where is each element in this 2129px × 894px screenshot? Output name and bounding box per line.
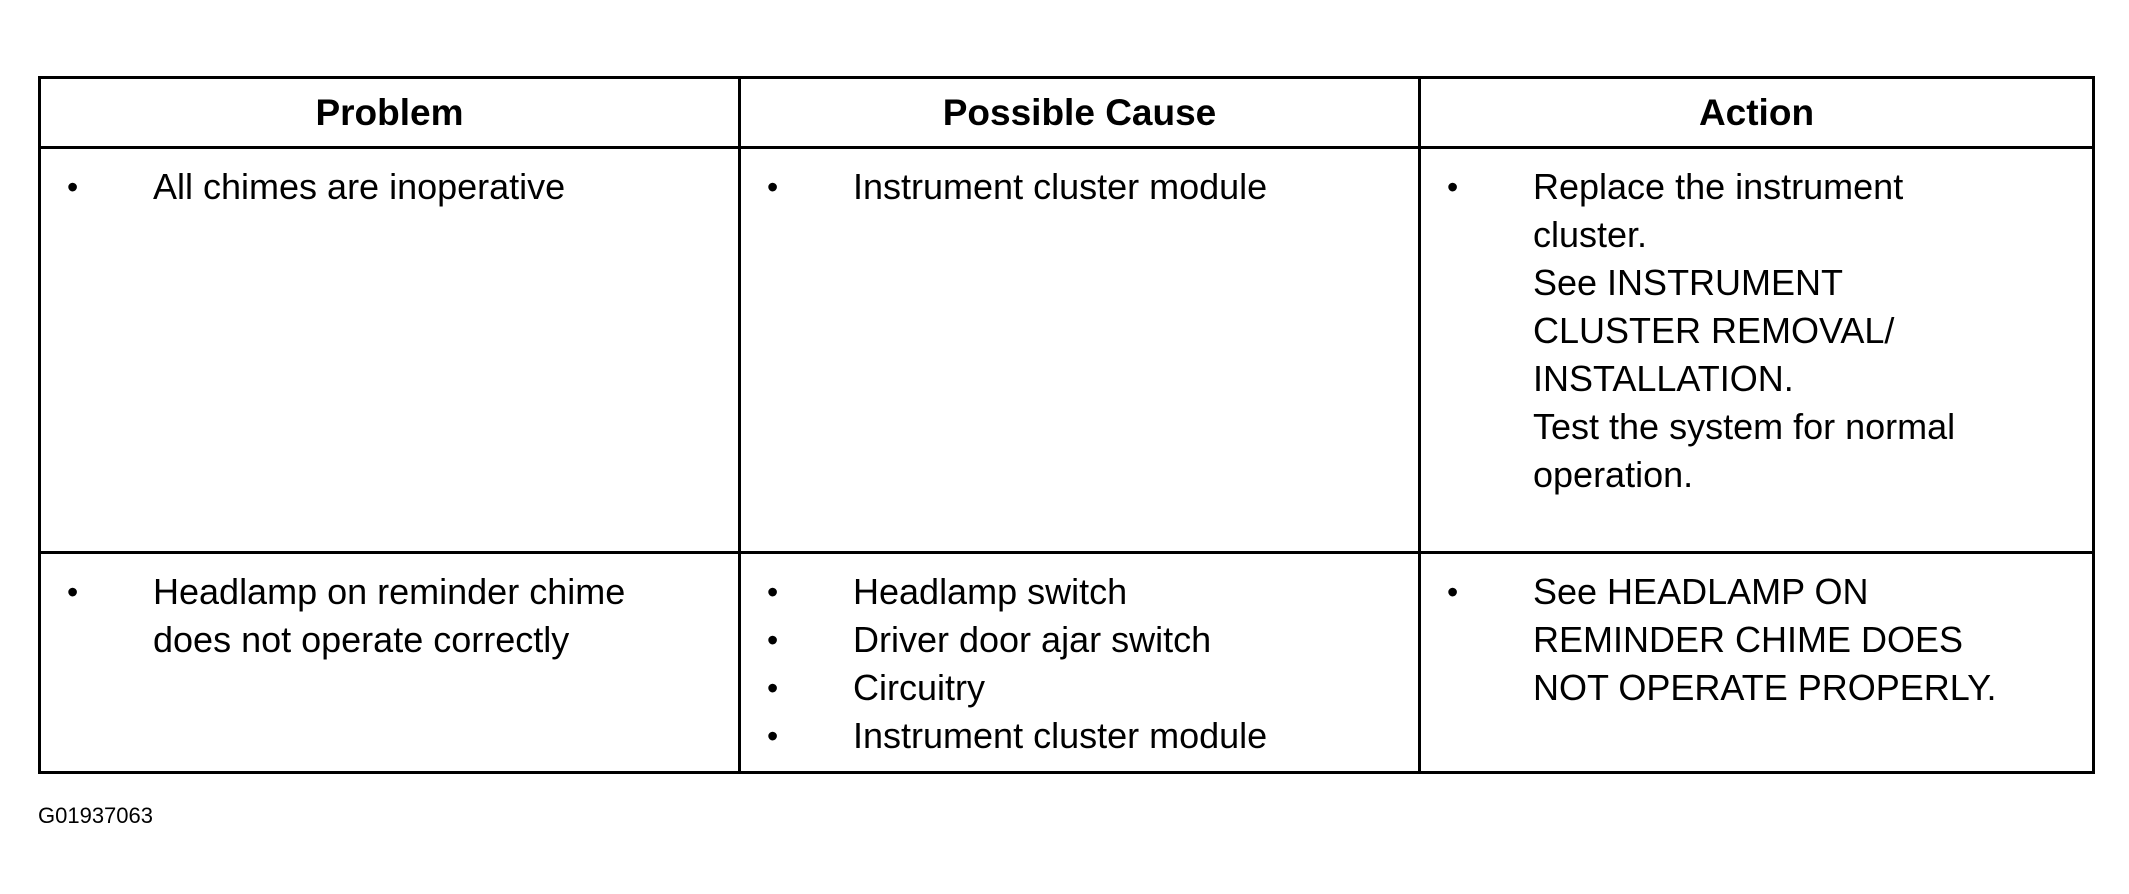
table-header-row: Problem Possible Cause Action — [38, 76, 2095, 149]
table-row: All chimes are inoperative Instrument cl… — [38, 146, 2095, 554]
header-action: Action — [1418, 76, 2095, 149]
problem-cell: All chimes are inoperative — [38, 146, 741, 554]
action-list: Replace the instrument cluster. See INST… — [1441, 163, 2076, 499]
action-text-line: See INSTRUMENT — [1533, 262, 1844, 303]
action-text-line: Test the system for normal — [1533, 406, 1956, 447]
action-cell: See HEADLAMP ON REMINDER CHIME DOES NOT … — [1418, 551, 2095, 774]
cause-text: Circuitry — [853, 667, 985, 708]
list-item: Headlamp switch — [761, 568, 1402, 616]
action-text-line: Replace the instrument — [1533, 166, 1904, 207]
action-text-line: See HEADLAMP ON — [1533, 571, 1869, 612]
action-text-line: CLUSTER REMOVAL/ — [1533, 310, 1895, 351]
problem-text: All chimes are inoperative — [153, 166, 566, 207]
figure-id: G01937063 — [38, 803, 153, 828]
table-row: Headlamp on reminder chime does not oper… — [38, 551, 2095, 774]
action-list: See HEADLAMP ON REMINDER CHIME DOES NOT … — [1441, 568, 2076, 712]
cause-cell: Instrument cluster module — [738, 146, 1421, 554]
cause-text: Headlamp switch — [853, 571, 1128, 612]
list-item: Instrument cluster module — [761, 712, 1402, 760]
list-item: See HEADLAMP ON REMINDER CHIME DOES NOT … — [1441, 568, 2076, 712]
list-item: Driver door ajar switch — [761, 616, 1402, 664]
action-cell: Replace the instrument cluster. See INST… — [1418, 146, 2095, 554]
action-text-line: REMINDER CHIME DOES — [1533, 619, 1964, 660]
problem-text-line: does not operate correctly — [153, 619, 570, 660]
diagnosis-table: Problem Possible Cause Action All chimes… — [38, 76, 2095, 774]
list-item: Headlamp on reminder chime does not oper… — [61, 568, 722, 664]
diagnosis-table-container: Problem Possible Cause Action All chimes… — [38, 76, 2095, 774]
action-text-line: INSTALLATION. — [1533, 358, 1794, 399]
list-item: All chimes are inoperative — [61, 163, 722, 211]
cause-list: Headlamp switch Driver door ajar switch … — [761, 568, 1402, 760]
cause-text: Driver door ajar switch — [853, 619, 1212, 660]
header-possible-cause: Possible Cause — [738, 76, 1421, 149]
action-text-line: cluster. — [1533, 214, 1648, 255]
cause-text: Instrument cluster module — [853, 715, 1268, 756]
action-text-line: operation. — [1533, 454, 1694, 495]
cause-list: Instrument cluster module — [761, 163, 1402, 211]
list-item: Replace the instrument cluster. See INST… — [1441, 163, 2076, 499]
problem-list: Headlamp on reminder chime does not oper… — [61, 568, 722, 664]
list-item: Circuitry — [761, 664, 1402, 712]
header-problem: Problem — [38, 76, 741, 149]
cause-text: Instrument cluster module — [853, 166, 1268, 207]
cause-cell: Headlamp switch Driver door ajar switch … — [738, 551, 1421, 774]
problem-text-line: Headlamp on reminder chime — [153, 571, 626, 612]
action-text-line: NOT OPERATE PROPERLY. — [1533, 667, 1997, 708]
problem-list: All chimes are inoperative — [61, 163, 722, 211]
problem-cell: Headlamp on reminder chime does not oper… — [38, 551, 741, 774]
list-item: Instrument cluster module — [761, 163, 1402, 211]
